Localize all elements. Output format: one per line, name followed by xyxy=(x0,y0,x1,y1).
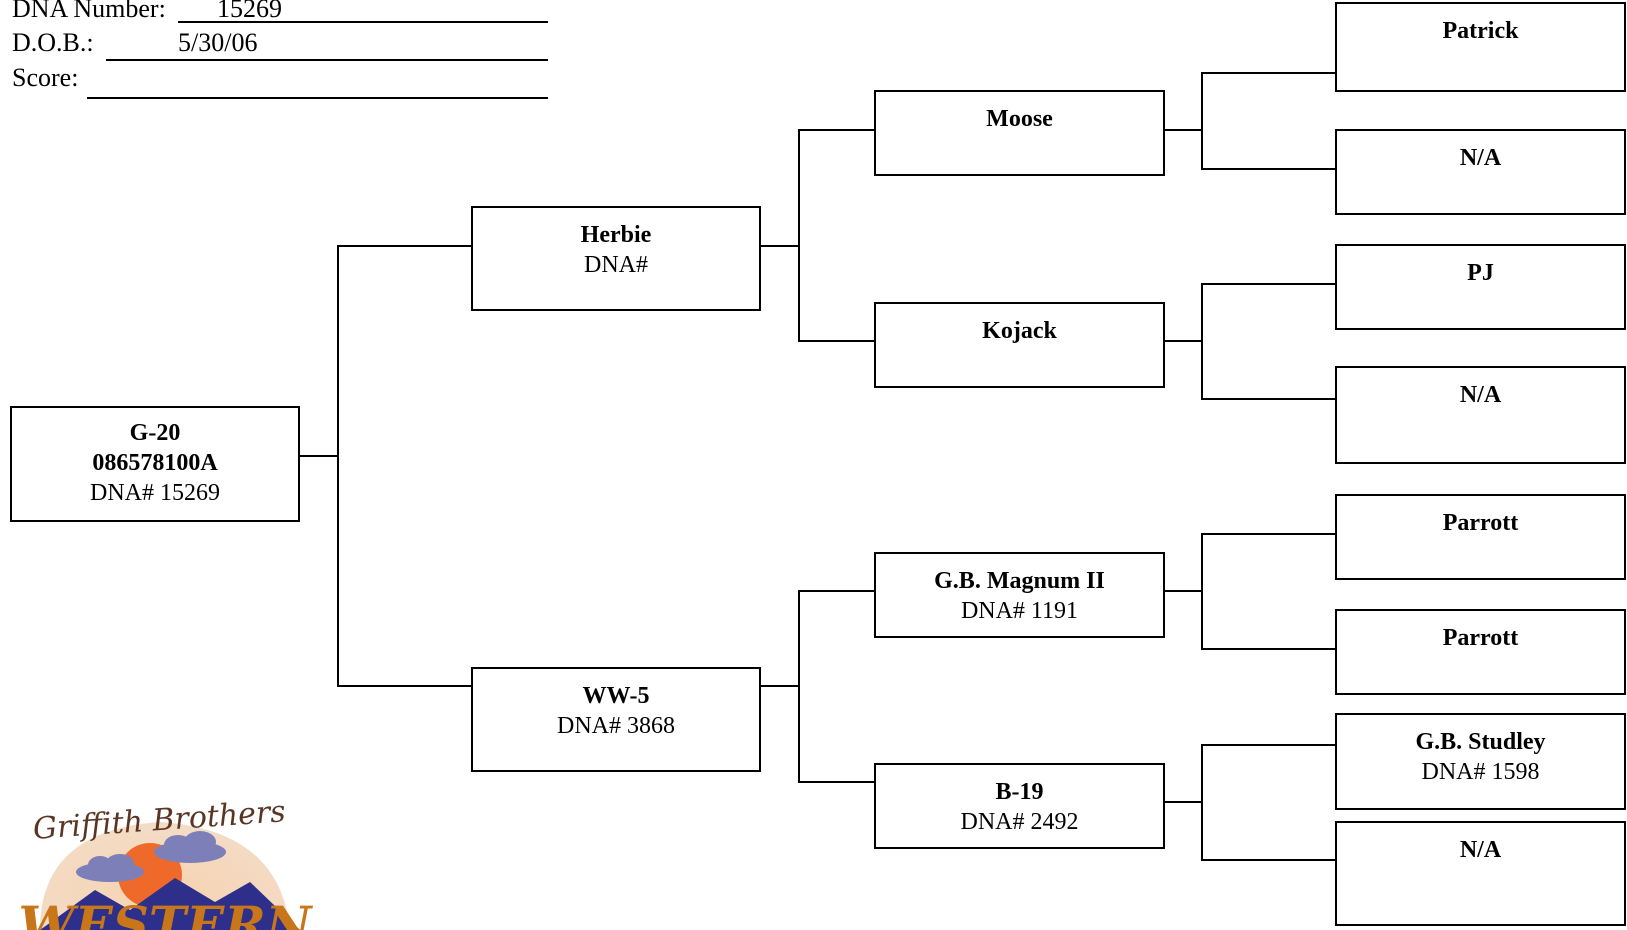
connector-line xyxy=(337,245,339,687)
ggp-box-8: N/A xyxy=(1335,821,1626,926)
ggp-name: G.B. Studley xyxy=(1415,729,1546,755)
dob-underline xyxy=(106,59,548,61)
dob-label: D.O.B.: xyxy=(12,28,94,57)
ggp-name: Parrott xyxy=(1442,625,1519,651)
subject-box: G-20 086578100A DNA# 15269 xyxy=(10,406,300,522)
sire-dna: DNA# xyxy=(584,252,648,278)
score-label: Score: xyxy=(12,63,79,92)
connector-line xyxy=(1201,744,1335,746)
ggp-name: Parrott xyxy=(1442,510,1519,536)
ggp-name: PJ xyxy=(1467,260,1494,286)
dna-number-label: DNA Number: xyxy=(12,0,166,23)
score-underline xyxy=(87,97,548,99)
ggp-name: N/A xyxy=(1459,382,1502,408)
dam-sire-box: G.B. Magnum II DNA# 1191 xyxy=(874,552,1165,638)
ggp-name: Patrick xyxy=(1442,18,1519,44)
connector-line xyxy=(300,455,338,457)
dam-sire-name: G.B. Magnum II xyxy=(934,568,1105,594)
connector-line xyxy=(1201,859,1335,861)
connector-line xyxy=(337,245,471,247)
ggp-box-1: Patrick xyxy=(1335,2,1626,92)
score-row: Score: xyxy=(12,63,78,93)
sire-dam-name: Kojack xyxy=(982,318,1057,344)
sire-sire-box: Moose xyxy=(874,90,1165,176)
connector-line xyxy=(1165,801,1202,803)
logo-mountains xyxy=(40,878,300,930)
connector-line xyxy=(1201,283,1335,285)
connector-line xyxy=(1165,590,1202,592)
connector-line xyxy=(1201,533,1203,650)
dam-dam-box: B-19 DNA# 2492 xyxy=(874,763,1165,849)
connector-line xyxy=(798,590,874,592)
ggp-box-7: G.B. Studley DNA# 1598 xyxy=(1335,713,1626,810)
subject-dna: DNA# 15269 xyxy=(90,480,220,506)
subject-name: G-20 xyxy=(129,420,181,446)
connector-line xyxy=(1165,129,1202,131)
ggp-box-5: Parrott xyxy=(1335,494,1626,580)
dna-number-value: 15269 xyxy=(217,0,282,23)
connector-line xyxy=(1201,744,1203,861)
dob-row: D.O.B.: 5/30/06 xyxy=(12,28,257,58)
dam-dna: DNA# 3868 xyxy=(557,713,675,739)
connector-line xyxy=(761,685,799,687)
connector-line xyxy=(1201,648,1335,650)
ggp-name: N/A xyxy=(1459,145,1502,171)
connector-line xyxy=(798,129,874,131)
connector-line xyxy=(1165,340,1202,342)
connector-line xyxy=(798,781,874,783)
dna-number-underline xyxy=(178,21,548,23)
connector-line xyxy=(1201,72,1203,170)
connector-line xyxy=(798,340,874,342)
connector-line xyxy=(1201,72,1335,74)
ggp-dna: DNA# 1598 xyxy=(1421,759,1540,785)
connector-line xyxy=(337,685,471,687)
dam-box: WW-5 DNA# 3868 xyxy=(471,667,761,772)
dam-dam-dna: DNA# 2492 xyxy=(960,809,1079,835)
connector-line xyxy=(1201,283,1203,400)
dam-name: WW-5 xyxy=(582,683,650,709)
ggp-box-4: N/A xyxy=(1335,366,1626,464)
logo-clouds xyxy=(76,831,226,882)
dna-number-row: DNA Number: 15269 xyxy=(12,0,282,24)
sire-sire-name: Moose xyxy=(986,106,1053,132)
connector-line xyxy=(1201,168,1335,170)
sire-dam-box: Kojack xyxy=(874,302,1165,388)
ggp-box-3: PJ xyxy=(1335,244,1626,330)
connector-line xyxy=(761,245,799,247)
connector-line xyxy=(798,590,800,783)
ggp-name: N/A xyxy=(1459,837,1502,863)
sire-name: Herbie xyxy=(580,222,652,248)
logo-text-bottom: WESTERN xyxy=(19,895,314,930)
connector-line xyxy=(1201,398,1335,400)
dob-value: 5/30/06 xyxy=(178,28,258,57)
ggp-box-6: Parrott xyxy=(1335,609,1626,695)
dam-dam-name: B-19 xyxy=(995,779,1044,805)
subject-id: 086578100A xyxy=(92,450,218,476)
connector-line xyxy=(1201,533,1335,535)
dam-sire-dna: DNA# 1191 xyxy=(960,598,1079,624)
griffith-brothers-logo: Griffith Brothers WESTERN xyxy=(19,794,314,930)
connector-line xyxy=(798,129,800,342)
sire-box: Herbie DNA# xyxy=(471,206,761,311)
ggp-box-2: N/A xyxy=(1335,129,1626,215)
